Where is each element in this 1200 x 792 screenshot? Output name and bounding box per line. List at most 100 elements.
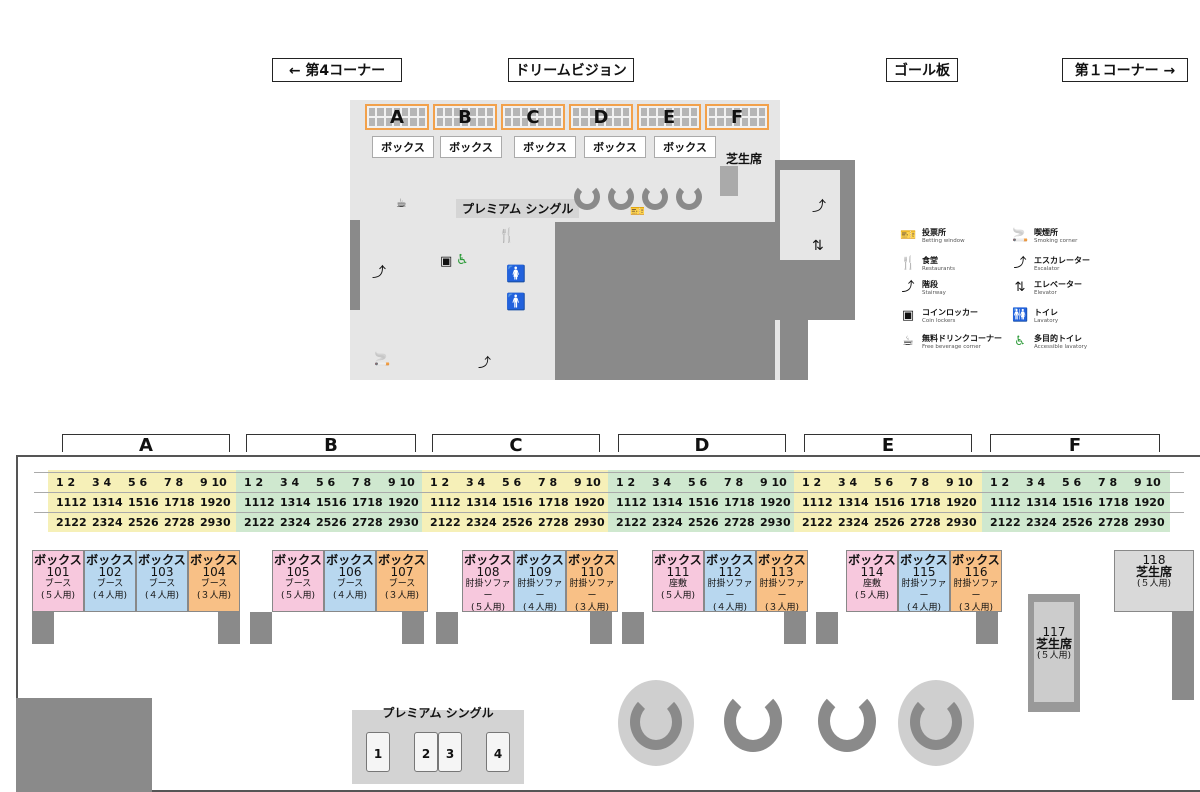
shiba-seat-117[interactable]: 117 芝生席 (５人用) (1028, 594, 1080, 712)
seat-number[interactable]: 9 10 (760, 476, 787, 489)
upper-box-label[interactable]: ボックス (584, 136, 646, 158)
seat-number[interactable]: 2728 (352, 516, 383, 529)
seat-number[interactable]: 1516 (1062, 496, 1093, 509)
seat-number[interactable]: 1718 (538, 496, 569, 509)
seat-number[interactable]: 2122 (990, 516, 1021, 529)
lower-section-bracket-e[interactable]: E (804, 434, 972, 456)
upper-box-label[interactable]: ボックス (514, 136, 576, 158)
upper-section-f[interactable]: F (705, 104, 769, 130)
seat-number[interactable]: 1314 (1026, 496, 1057, 509)
seat-number[interactable]: 1112 (802, 496, 833, 509)
seat-number[interactable]: 9 10 (388, 476, 415, 489)
seat-number[interactable]: 2324 (652, 516, 683, 529)
seat-number[interactable]: 7 8 (352, 476, 372, 489)
seat-number[interactable]: 1314 (280, 496, 311, 509)
seat-number[interactable]: 1 2 (244, 476, 264, 489)
seat-number[interactable]: 1 2 (430, 476, 450, 489)
seat-number[interactable]: 1718 (910, 496, 941, 509)
upper-shiba-label[interactable]: 芝生席 (726, 152, 763, 166)
upper-premium-single-label[interactable]: プレミアム シングル (456, 199, 580, 218)
lower-section-bracket-f[interactable]: F (990, 434, 1160, 456)
seat-number[interactable]: 2930 (946, 516, 977, 529)
seat-number[interactable]: 1112 (990, 496, 1021, 509)
seat-number[interactable]: 2526 (874, 516, 905, 529)
premium-seat[interactable]: 4 (486, 732, 510, 772)
seat-number[interactable]: 3 4 (466, 476, 486, 489)
seat-number[interactable]: 2324 (1026, 516, 1057, 529)
seat-number[interactable]: 1718 (1098, 496, 1129, 509)
lower-section-bracket-a[interactable]: A (62, 434, 230, 456)
seat-number[interactable]: 3 4 (92, 476, 112, 489)
seat-number[interactable]: 5 6 (502, 476, 522, 489)
seat-number[interactable]: 2930 (388, 516, 419, 529)
seat-number[interactable]: 2930 (1134, 516, 1165, 529)
seat-number[interactable]: 9 10 (946, 476, 973, 489)
seat-number[interactable]: 2526 (1062, 516, 1093, 529)
seat-number[interactable]: 7 8 (910, 476, 930, 489)
seat-number[interactable]: 2324 (280, 516, 311, 529)
upper-box-label[interactable]: ボックス (654, 136, 716, 158)
seat-number[interactable]: 2324 (466, 516, 497, 529)
seat-number[interactable]: 1 2 (56, 476, 76, 489)
lower-section-bracket-b[interactable]: B (246, 434, 416, 456)
seat-number[interactable]: 5 6 (1062, 476, 1082, 489)
seat-number[interactable]: 2930 (760, 516, 791, 529)
premium-seat[interactable]: 1 (366, 732, 390, 772)
seat-number[interactable]: 2122 (244, 516, 275, 529)
seat-number[interactable]: 1516 (502, 496, 533, 509)
seat-number[interactable]: 3 4 (280, 476, 300, 489)
seat-number[interactable]: 1718 (724, 496, 755, 509)
premium-single-area[interactable]: プレミアム シングル 1 2 3 4 (352, 706, 524, 784)
seat-number[interactable]: 9 10 (1134, 476, 1161, 489)
seat-number[interactable]: 1 2 (990, 476, 1010, 489)
seat-number[interactable]: 2122 (802, 516, 833, 529)
seat-number[interactable]: 1920 (946, 496, 977, 509)
seat-number[interactable]: 1920 (574, 496, 605, 509)
upper-section-e[interactable]: E (637, 104, 701, 130)
seat-number[interactable]: 9 10 (574, 476, 601, 489)
seat-number[interactable]: 3 4 (652, 476, 672, 489)
seat-number[interactable]: 1920 (200, 496, 231, 509)
shiba-seat-118[interactable]: 118 芝生席 (５人用) (1114, 550, 1194, 612)
upper-box-label[interactable]: ボックス (440, 136, 502, 158)
seat-number[interactable]: 2526 (316, 516, 347, 529)
seat-number[interactable]: 1920 (760, 496, 791, 509)
seat-number[interactable]: 2728 (1098, 516, 1129, 529)
seat-number[interactable]: 5 6 (128, 476, 148, 489)
seat-number[interactable]: 7 8 (164, 476, 184, 489)
seat-number[interactable]: 2122 (56, 516, 87, 529)
premium-seat[interactable]: 3 (438, 732, 462, 772)
seat-number[interactable]: 7 8 (724, 476, 744, 489)
seat-number[interactable]: 2324 (838, 516, 869, 529)
seat-number[interactable]: 2728 (164, 516, 195, 529)
seat-number[interactable]: 1 2 (616, 476, 636, 489)
seat-number[interactable]: 7 8 (1098, 476, 1118, 489)
upper-section-c[interactable]: C (501, 104, 565, 130)
seat-number[interactable]: 1112 (56, 496, 87, 509)
seat-number[interactable]: 1718 (164, 496, 195, 509)
seat-number[interactable]: 1112 (244, 496, 275, 509)
seat-number[interactable]: 9 10 (200, 476, 227, 489)
seat-number[interactable]: 5 6 (688, 476, 708, 489)
seat-number[interactable]: 2526 (502, 516, 533, 529)
seat-number[interactable]: 2728 (910, 516, 941, 529)
seat-number[interactable]: 2526 (128, 516, 159, 529)
seat-number[interactable]: 1718 (352, 496, 383, 509)
seat-number[interactable]: 2728 (724, 516, 755, 529)
seat-number[interactable]: 5 6 (874, 476, 894, 489)
seat-number[interactable]: 2526 (688, 516, 719, 529)
lower-section-bracket-c[interactable]: C (432, 434, 600, 456)
premium-seat[interactable]: 2 (414, 732, 438, 772)
lower-section-bracket-d[interactable]: D (618, 434, 786, 456)
